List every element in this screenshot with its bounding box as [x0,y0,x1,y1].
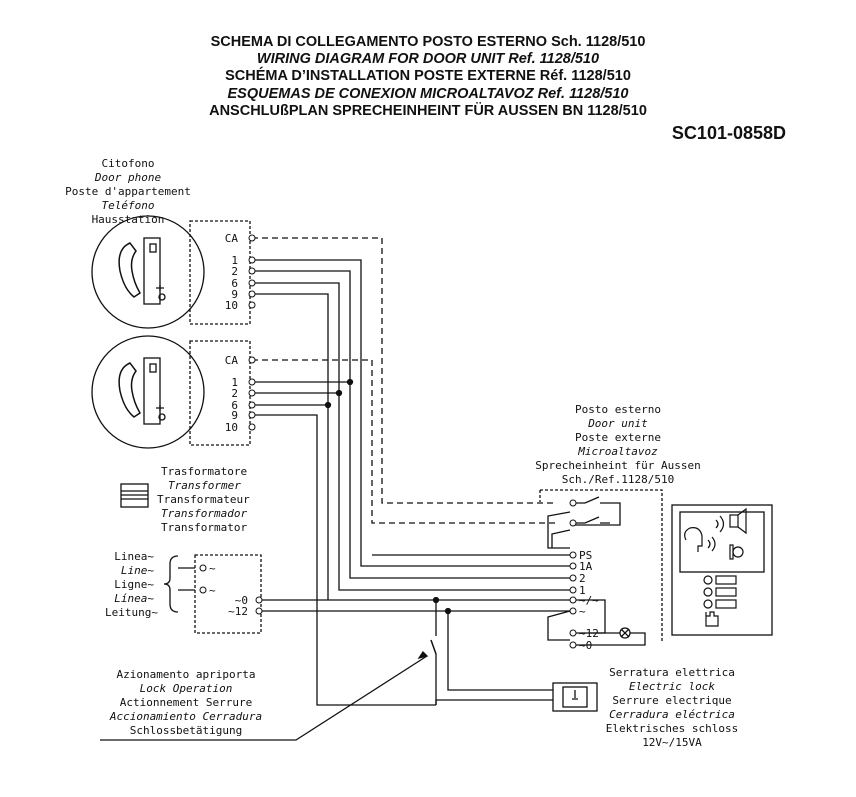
label-door-phone: Door phone [94,171,162,184]
label-accionamiento: Accionamiento Cerradura [109,710,262,723]
lock-operation-pointer [100,655,428,741]
transformer-box [194,554,262,634]
wire-9 [252,293,329,600]
du-term-0: ~0 [579,639,592,652]
du-term-1: 1 [579,584,586,597]
trans-in-1: ~ [209,562,216,575]
label-linea-es: Línea~ [114,592,154,605]
relay-contact-1 [575,496,621,526]
electric-lock-icon [552,682,598,712]
wire-1A [252,259,570,567]
du-term-ps: PS [579,549,592,562]
label-leitung: Leitung~ [105,606,158,619]
label-hausstation: Hausstation [92,213,165,226]
title-spanish: ESQUEMAS DE CONEXION MICROALTAVOZ Ref. 1… [227,86,629,102]
phone-2-terminal-box [189,340,251,446]
call-button-1 [703,575,713,585]
label-poste-appartement: Poste d'appartement [65,185,191,198]
key-icon [156,285,164,291]
p1-term-9: 9 [231,288,238,301]
label-schlossbetatigung: Schlossbetätigung [130,724,243,737]
wire-ca-2 [252,359,555,524]
call-button-2 [703,587,713,597]
label-citofono: Citofono [102,157,155,170]
handset-circle-2 [91,335,205,449]
handset-circle-1 [91,215,205,329]
door-phone-1 [91,215,251,329]
document-code: SC101-0858D [671,123,786,143]
label-door-unit: Door unit [587,417,648,430]
label-transformateur: Transformateur [157,493,250,506]
label-transformador: Transformador [161,507,247,520]
p2-term-2: 2 [231,387,238,400]
label-serratura: Serratura elettrica [609,666,735,679]
label-ligne: Ligne~ [114,578,154,591]
p1-term-ca: CA [225,232,239,245]
door-unit-box [540,489,663,642]
call-button-3 [703,599,713,609]
label-sch-ref: Sch./Ref.1128/510 [562,473,675,486]
p2-term-10: 10 [225,421,238,434]
label-azionamento: Azionamento apriporta [116,668,255,681]
phone-1-terminal-box [189,220,251,325]
p2-term-1: 1 [231,376,238,389]
label-linea: Linea~ [114,550,154,563]
p1-term-2: 2 [231,265,238,278]
trans-out-0: ~0 [235,594,248,607]
label-transformator: Transformator [161,521,247,534]
button-icon [158,293,166,301]
transformer-icon [120,483,149,508]
label-actionnement: Actionnement Serrure [120,696,252,709]
p1-term-1: 1 [231,254,238,267]
label-posto-esterno: Posto esterno [575,403,661,416]
label-microaltavoz: Microaltavoz [577,445,658,458]
label-lock-rating: 12V~/15VA [642,736,702,749]
label-serrure: Serrure electrique [612,694,731,707]
label-lock-operation: Lock Operation [140,682,233,695]
label-sprecheinheint: Sprecheinheint für Aussen [535,459,701,472]
hand-icon [705,611,719,627]
du-term-1a: 1A [579,560,593,573]
label-trasformatore: Trasformatore [161,465,247,478]
sound-icon [707,536,716,552]
du-term-ac: ~ [579,605,586,618]
wire-2 [252,270,570,579]
label-poste-externe: Poste externe [575,431,661,444]
title-french: SCHÉMA D’INSTALLATION POSTE EXTERNE Réf.… [225,68,631,84]
du-term-2: 2 [579,572,586,585]
title-english: WIRING DIAGRAM FOR DOOR UNIT Ref. 1128/5… [256,51,600,67]
speaker-icon [729,514,739,528]
p2-term-ca: CA [225,354,239,367]
label-transformer: Transformer [168,479,241,492]
p2-term-6: 6 [231,399,238,412]
microphone-icon [732,546,744,558]
du-term-12: ~12 [579,627,599,640]
wire-ca-1 [252,237,555,504]
title-german: ANSCHLUßPLAN SPRECHEINHEINT FÜR AUSSEN B… [209,103,647,119]
handset-icon [118,242,142,298]
relay-contact-2 [575,516,610,524]
trans-in-2: ~ [209,584,216,597]
face-icon [684,527,703,552]
handset-cradle [143,237,161,305]
p1-term-6: 6 [231,277,238,290]
trans-out-12: ~12 [228,605,248,618]
label-line: Line~ [121,564,154,577]
label-elektrisches: Elektrisches schloss [606,722,738,735]
label-electric-lock: Electric lock [629,680,715,693]
lock-switch [430,639,437,655]
du-term-ac-ac: ~/~ [579,594,599,607]
wire-1 [252,282,570,591]
door-unit-panel [671,504,773,636]
p1-term-10: 10 [225,299,238,312]
line-brace [163,555,179,613]
title-italian: SCHEMA DI COLLEGAMENTO POSTO ESTERNO Sch… [210,34,646,50]
label-cerradura: Cerradura eléctrica [609,708,735,721]
label-telefono: Teléfono [102,199,155,212]
p2-term-9: 9 [231,409,238,422]
